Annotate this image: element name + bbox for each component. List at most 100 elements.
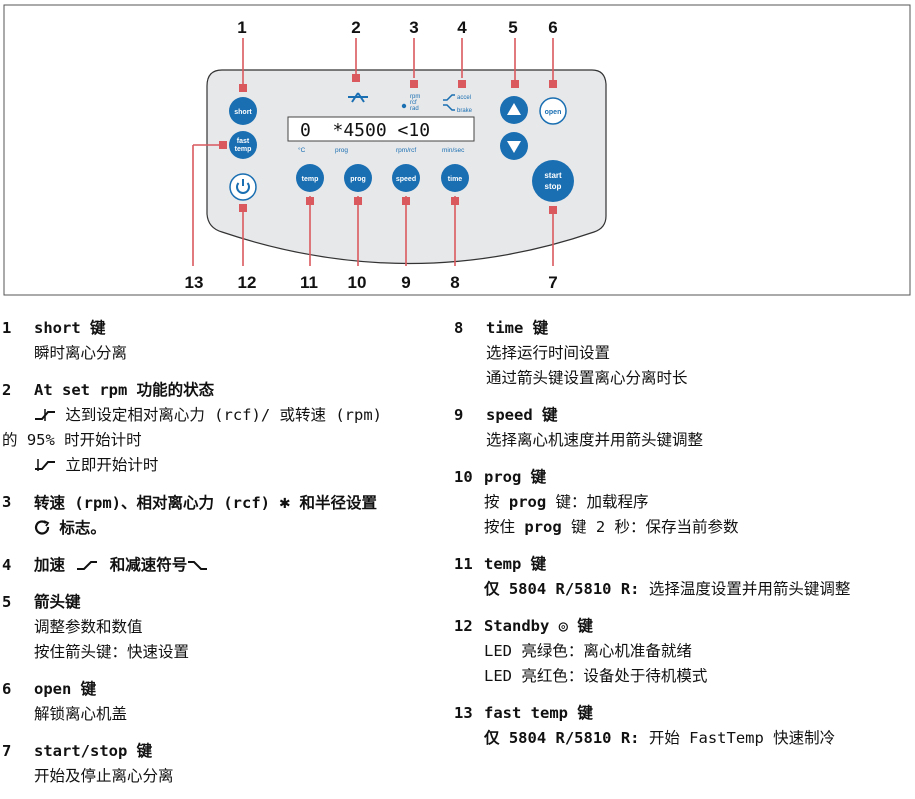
- legend-title: Standby ◎ 键: [484, 617, 593, 635]
- at-set-rpm-delayed-icon: [35, 409, 55, 421]
- lcd-display: [287, 116, 475, 142]
- legend-line: 按 prog 键：加载程序: [484, 490, 912, 515]
- accel-symbol-icon: [77, 561, 98, 570]
- legend-right: 8 time 键 选择运行时间设置 通过箭头键设置离心分离时长 9 speed …: [454, 316, 912, 751]
- callout-8: 8: [450, 273, 459, 292]
- legend-title: temp 键: [484, 555, 547, 573]
- start-stop-button[interactable]: start stop: [532, 160, 574, 202]
- legend-item-4: 4 加速 和减速符号: [2, 553, 442, 578]
- legend-title-part: 加速: [34, 556, 66, 574]
- open-button-label: open: [545, 109, 562, 116]
- legend-num: 5: [2, 593, 12, 611]
- callout-5: 5: [508, 18, 517, 37]
- fast-temp-button[interactable]: fast temp: [229, 131, 257, 159]
- legend-line-part: 仅 5804 R/5810 R:: [484, 729, 640, 747]
- legend-title: 标志。: [34, 516, 442, 541]
- legend-item-9: 9 speed 键 选择离心机速度并用箭头键调整: [454, 403, 912, 453]
- arrow-up-button[interactable]: [500, 96, 528, 124]
- legend-item-12: 12 Standby ◎ 键 LED 亮绿色：离心机准备就绪 LED 亮红色：设…: [454, 614, 912, 689]
- legend-line: 按住 prog 键 2 秒：保存当前参数: [484, 515, 912, 540]
- start-stop-label-1: start: [544, 171, 562, 180]
- legend-num: 4: [2, 556, 12, 574]
- legend-title: 箭头键: [34, 593, 81, 611]
- accel-label: accel: [457, 95, 471, 101]
- label-celsius: °C: [298, 146, 306, 154]
- short-button-label: short: [234, 109, 252, 116]
- legend-line-text: 立即开始计时: [65, 456, 159, 474]
- legend-line-part: 仅 5804 R/5810 R:: [484, 580, 640, 598]
- legend-line-part: 选择温度设置并用箭头键调整: [648, 580, 851, 598]
- short-button[interactable]: short: [229, 97, 257, 125]
- legend-line: 解锁离心机盖: [34, 705, 128, 723]
- callout-3: 3: [409, 18, 418, 37]
- legend-left: 1 short 键 瞬时离心分离 2 At set rpm 功能的状态 达到设定…: [2, 316, 442, 789]
- legend-title-part: 和半径设置: [299, 494, 378, 512]
- power-icon: [236, 179, 250, 194]
- control-panel-diagram: 0 *4500 <10 rpm rcf rad accel brake °C p…: [3, 4, 911, 296]
- brake-label: brake: [457, 108, 473, 114]
- rad-label: rad: [410, 106, 419, 112]
- radius-symbol-icon: [401, 103, 407, 109]
- callout-9: 9: [401, 273, 410, 292]
- callout-2: 2: [351, 18, 360, 37]
- callout-6: 6: [548, 18, 557, 37]
- arrow-down-icon: [507, 141, 521, 153]
- legend-title: speed 键: [486, 406, 558, 424]
- legend-line-part: 键：加载程序: [555, 493, 649, 511]
- fast-temp-label-1: fast: [237, 138, 250, 145]
- legend-line: 调整参数和数值: [34, 618, 143, 636]
- legend-title: short 键: [34, 319, 106, 337]
- label-min-sec: min/sec: [442, 147, 465, 154]
- legend-num: 7: [2, 742, 12, 760]
- legend-num: 1: [2, 319, 12, 337]
- callout-12: 12: [238, 273, 257, 292]
- legend-num: 11: [454, 555, 473, 573]
- legend-line: LED 亮绿色：离心机准备就绪: [484, 642, 692, 660]
- legend-line: 选择运行时间设置: [486, 344, 611, 362]
- legend-line: 瞬时离心分离: [34, 344, 128, 362]
- legend-title: fast temp 键: [484, 704, 593, 722]
- callout-10: 10: [348, 273, 367, 292]
- at-set-rpm-immediate-icon: [35, 459, 55, 471]
- lcd-display-text: 0 *4500 <10: [300, 120, 430, 141]
- speed-button[interactable]: speed: [392, 164, 420, 192]
- time-button[interactable]: time: [441, 164, 469, 192]
- legend-title-part: 标志。: [59, 519, 106, 537]
- legend-title: 转速 (rpm)、相对离心力 (rcf) ✱ 和半径设置: [34, 490, 442, 516]
- legend-num: 10: [454, 468, 473, 486]
- legend-line-part: 按住: [484, 518, 516, 536]
- open-button[interactable]: open: [539, 97, 567, 125]
- legend-line: 按住箭头键：快速设置: [34, 643, 190, 661]
- radius-icon-group: rpm rcf rad: [401, 94, 420, 112]
- legend-num: 9: [454, 406, 464, 424]
- legend-line-part: 键 2 秒：保存当前参数: [571, 518, 739, 536]
- legend-line: 的 95% 时开始计时: [2, 431, 142, 449]
- speed-button-label: speed: [396, 176, 416, 183]
- legend-item-3: 3 转速 (rpm)、相对离心力 (rcf) ✱ 和半径设置 标志。: [2, 490, 442, 541]
- radius-symbol-icon: [34, 520, 50, 535]
- legend-line: LED 亮红色：设备处于待机模式: [484, 667, 708, 685]
- legend-title: open 键: [34, 680, 97, 698]
- start-stop-label-2: stop: [545, 182, 562, 191]
- standby-button[interactable]: [229, 173, 257, 201]
- legend-item-13: 13 fast temp 键 仅 5804 R/5810 R: 开始 FastT…: [454, 701, 912, 751]
- legend-item-8: 8 time 键 选择运行时间设置 通过箭头键设置离心分离时长: [454, 316, 912, 391]
- legend-num: 13: [454, 704, 473, 722]
- legend-line: 通过箭头键设置离心分离时长: [486, 369, 688, 387]
- accel-icon: [443, 94, 455, 101]
- temp-button-label: temp: [302, 176, 319, 183]
- legend-line-part: 开始 FastTemp 快速制冷: [648, 729, 836, 747]
- legend-line: 达到设定相对离心力 (rcf)/ 或转速 (rpm): [34, 403, 442, 428]
- temp-button[interactable]: temp: [296, 164, 324, 192]
- label-prog: prog: [335, 147, 348, 154]
- legend-item-11: 11 temp 键 仅 5804 R/5810 R: 选择温度设置并用箭头键调整: [454, 552, 912, 602]
- legend-line: 开始及停止离心分离: [34, 767, 174, 785]
- legend-num: 8: [454, 319, 464, 337]
- callout-1: 1: [237, 18, 246, 37]
- rpm-label: rpm: [410, 94, 420, 100]
- legend-item-10: 10 prog 键 按 prog 键：加载程序 按住 prog 键 2 秒：保存…: [454, 465, 912, 540]
- callout-markers: [219, 74, 557, 214]
- prog-button[interactable]: prog: [344, 164, 372, 192]
- arrow-down-button[interactable]: [500, 132, 528, 160]
- callout-4: 4: [457, 18, 467, 37]
